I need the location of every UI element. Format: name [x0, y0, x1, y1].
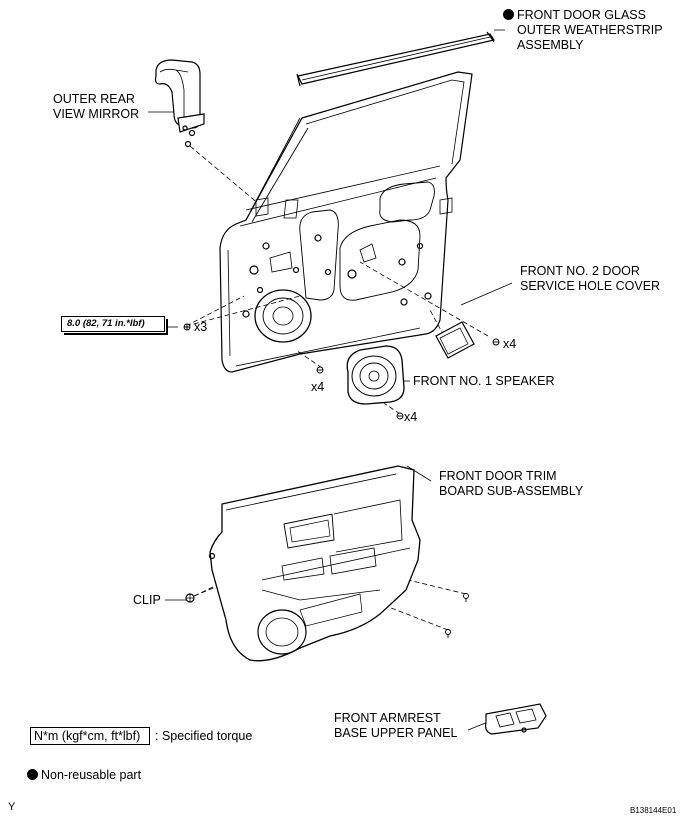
- speaker-label: FRONT NO. 1 SPEAKER: [413, 374, 555, 388]
- cover-screws-qty: x4: [503, 337, 517, 351]
- torque-spec-box: 8.0 (82, 71 in.*lbf): [61, 316, 168, 335]
- speaker-screws-left-qty: x4: [311, 380, 325, 394]
- weatherstrip-label-line3: ASSEMBLY: [517, 38, 584, 52]
- torque-legend-box: N*m (kgf*cm, ft*lbf): [30, 727, 150, 745]
- door-panel: [219, 71, 473, 373]
- service-hole-cover-part: [435, 321, 475, 359]
- screw-icons: [183, 323, 500, 638]
- non-reusable-dot-icon: [503, 9, 514, 20]
- non-reusable-legend-dot-icon: [27, 769, 38, 780]
- trim-label: FRONT DOOR TRIM BOARD SUB-ASSEMBLY: [439, 469, 583, 499]
- non-reusable-legend: Non-reusable part: [27, 768, 141, 783]
- trim-label-line1: FRONT DOOR TRIM: [439, 469, 557, 483]
- trim-label-line2: BOARD SUB-ASSEMBLY: [439, 484, 584, 498]
- torque-legend-desc: : Specified torque: [155, 729, 253, 743]
- clip-part: [185, 593, 195, 603]
- figure-id: B138144E01: [630, 806, 677, 815]
- service-cover-label-line2: SERVICE HOLE COVER: [520, 279, 661, 293]
- armrest-label-line1: FRONT ARMREST: [334, 711, 441, 725]
- weatherstrip-label-line1: FRONT DOOR GLASS: [517, 8, 646, 22]
- door-trim-board: [208, 465, 421, 662]
- mirror-label-line2: VIEW MIRROR: [53, 107, 140, 121]
- armrest-label: FRONT ARMREST BASE UPPER PANEL: [334, 711, 457, 741]
- corner-letter: Y: [8, 801, 16, 813]
- service-cover-label-line1: FRONT NO. 2 DOOR: [520, 264, 640, 278]
- mirror-bolts-qty: x3: [194, 320, 208, 334]
- speaker-screws-bottom-qty: x4: [404, 410, 418, 424]
- non-reusable-legend-text: Non-reusable part: [41, 768, 142, 782]
- speaker-part: [346, 345, 405, 405]
- armrest-label-line2: BASE UPPER PANEL: [334, 726, 458, 740]
- mirror-label: OUTER REAR VIEW MIRROR: [53, 92, 139, 122]
- outer-mirror-part: [154, 59, 205, 148]
- service-cover-label: FRONT NO. 2 DOOR SERVICE HOLE COVER: [520, 264, 660, 294]
- armrest-panel-part: [485, 703, 547, 735]
- clip-label: CLIP: [133, 593, 161, 607]
- mirror-label-line1: OUTER REAR: [53, 92, 135, 106]
- weatherstrip-label-line2: OUTER WEATHERSTRIP: [517, 23, 663, 37]
- weatherstrip-part: [296, 31, 495, 87]
- weatherstrip-label: FRONT DOOR GLASS OUTER WEATHERSTRIP ASSE…: [503, 8, 663, 53]
